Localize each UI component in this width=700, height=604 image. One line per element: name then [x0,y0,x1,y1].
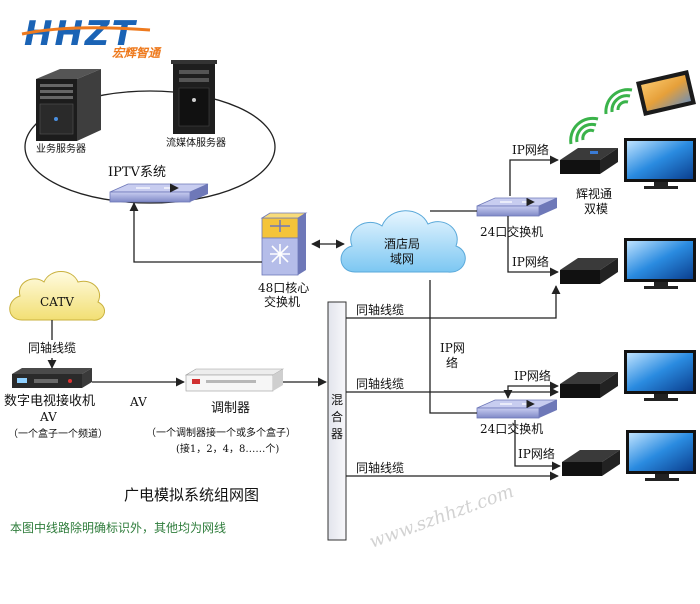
logo-company: 宏辉智通 [112,46,162,60]
hotel-lan-cloud-icon [340,210,466,273]
digital-tv-receiver-icon [12,368,92,388]
catv-cloud-icon [9,271,106,321]
modulator-label: 调制器 [211,401,250,416]
lan-label-1: 酒店局 [384,237,420,251]
iptv-system-label: IPTV系统 [108,165,166,180]
ip-network-label-2: IP网络 [512,254,549,269]
wifi-signal-icon-2 [569,116,599,145]
company-logo: HHZT 宏辉智通 [21,14,162,60]
tv-icon-2 [624,238,696,289]
connection-lines [47,155,561,481]
streaming-server-label: 流媒体服务器 [166,136,226,149]
set-top-box-icon-4 [562,450,620,476]
coax-label-1: 同轴线缆 [356,302,404,317]
business-server-icon [36,69,101,141]
mixer-char-3: 器 [331,427,343,441]
diagram-caption: 广电模拟系统组网图 [124,486,259,504]
set-top-box-icon-3 [560,372,618,398]
coax-label-2: 同轴线缆 [356,376,404,391]
mixer-char-1: 混 [331,393,343,407]
switch-bottom-icon [476,400,558,419]
switch-bottom-label: 24口交换机 [480,421,543,436]
catv-label: CATV [40,295,74,309]
iptv-system-group [24,90,276,204]
ip-network-label-4: IP网络 [518,446,555,461]
logo-letters: HHZT [24,14,138,54]
lan-label-2: 域网 [390,252,414,266]
tv-icon-3 [624,350,696,401]
tv-icon-4 [626,430,696,481]
core-switch-label-1: 48口核心 [258,281,309,295]
dual-mode-label-2: 双模 [584,202,608,216]
modulator-note-1: （一个调制器接一个或多个盒子） [146,426,296,439]
wifi-signal-icon-1 [604,88,633,115]
modulator-icon [184,368,285,392]
mixer-bar [327,301,347,541]
ip-net-vertical-label-1: IP网 [440,341,465,355]
core-switch-label-2: 交换机 [264,294,300,309]
receiver-label-1: 数字电视接收机 [4,393,95,409]
set-top-box-icon-1 [560,148,618,174]
receiver-label-3: （一个盒子一个频道） [8,427,108,440]
av-label: AV [129,395,147,409]
diagram-note: 本图中线路除明确标识外，其他均为网线 [10,520,226,535]
ip-network-label-1: IP网络 [512,142,549,157]
streaming-server-icon [171,60,217,134]
tablet-icon [636,70,696,116]
switch-top-icon [476,198,558,217]
receiver-label-2: AV [39,410,57,424]
set-top-box-icon-2 [560,258,618,284]
switch-top-label: 24口交换机 [480,224,543,239]
business-server-label: 业务服务器 [36,142,86,155]
modulator-note-2: (接1，2，4，8……个) [176,442,279,455]
watermark-text: www.szhhzt.com [367,481,517,553]
coax-label-3: 同轴线缆 [356,460,404,475]
ip-net-vertical-label-2: 络 [446,355,458,370]
core-switch-icon [260,212,308,276]
dual-mode-label-1: 辉视通 [576,186,612,201]
mixer-char-2: 合 [331,409,343,424]
catv-coax-label: 同轴线缆 [28,340,76,355]
tv-icon-1 [624,138,696,189]
iptv-switch-icon [109,184,209,203]
ip-network-label-3: IP网络 [514,368,551,383]
